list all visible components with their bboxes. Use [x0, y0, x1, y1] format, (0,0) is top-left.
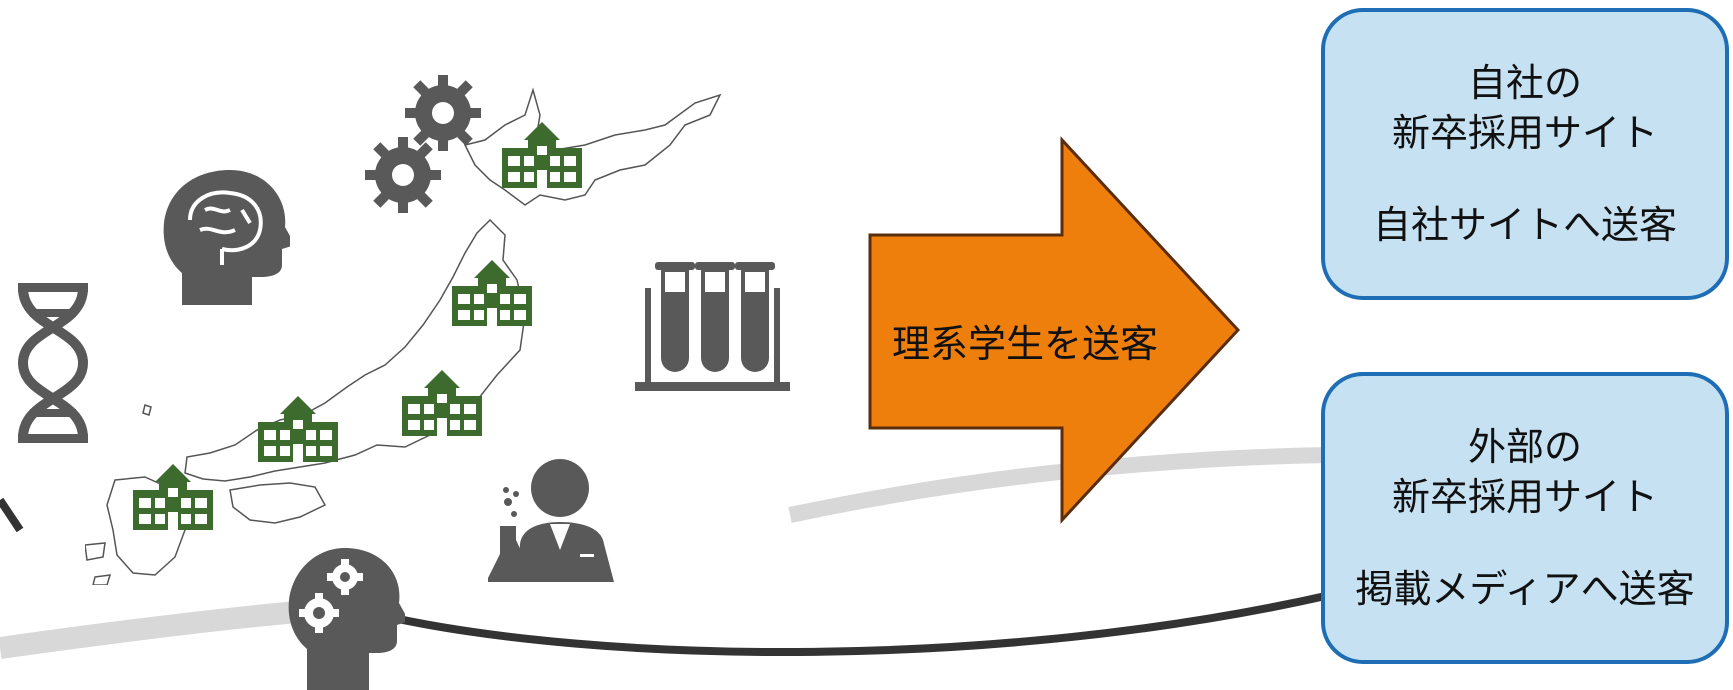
- japan-map-icon: [85, 87, 722, 585]
- dark-curve-main: [379, 591, 1331, 657]
- school-building-icon: [258, 396, 338, 462]
- school-building-icon: [502, 122, 582, 188]
- school-building-icon: [402, 370, 482, 436]
- center-arrow: [868, 136, 1240, 524]
- own-box-description: 自社サイトへ送客: [1372, 203, 1677, 247]
- ext-box-title-line2: 新卒採用サイト: [1391, 475, 1658, 519]
- own-box-title-line1: 自社の: [1467, 61, 1582, 105]
- gears-icon: [365, 75, 481, 213]
- scientist-icon: [488, 459, 614, 582]
- external-recruitment-site-box: 外部の 新卒採用サイト 掲載メディアへ送客: [1321, 372, 1729, 664]
- dna-icon: [17, 283, 89, 443]
- own-box-title-line2: 新卒採用サイト: [1391, 111, 1658, 155]
- school-building-icon: [133, 464, 213, 530]
- gear-head-icon: [288, 548, 405, 690]
- ext-box-title-line1: 外部の: [1467, 425, 1582, 469]
- test-tubes-icon: [635, 262, 790, 391]
- brain-head-icon: [163, 170, 290, 305]
- light-curve-left: [0, 599, 321, 659]
- light-curve-right: [788, 447, 1331, 523]
- dark-curve-stub: [0, 497, 24, 533]
- own-recruitment-site-box: 自社の 新卒採用サイト 自社サイトへ送客: [1321, 8, 1729, 300]
- school-building-icon: [452, 260, 532, 326]
- arrow-label: 理系学生を送客: [892, 322, 1159, 366]
- ext-box-description: 掲載メディアへ送客: [1355, 567, 1695, 611]
